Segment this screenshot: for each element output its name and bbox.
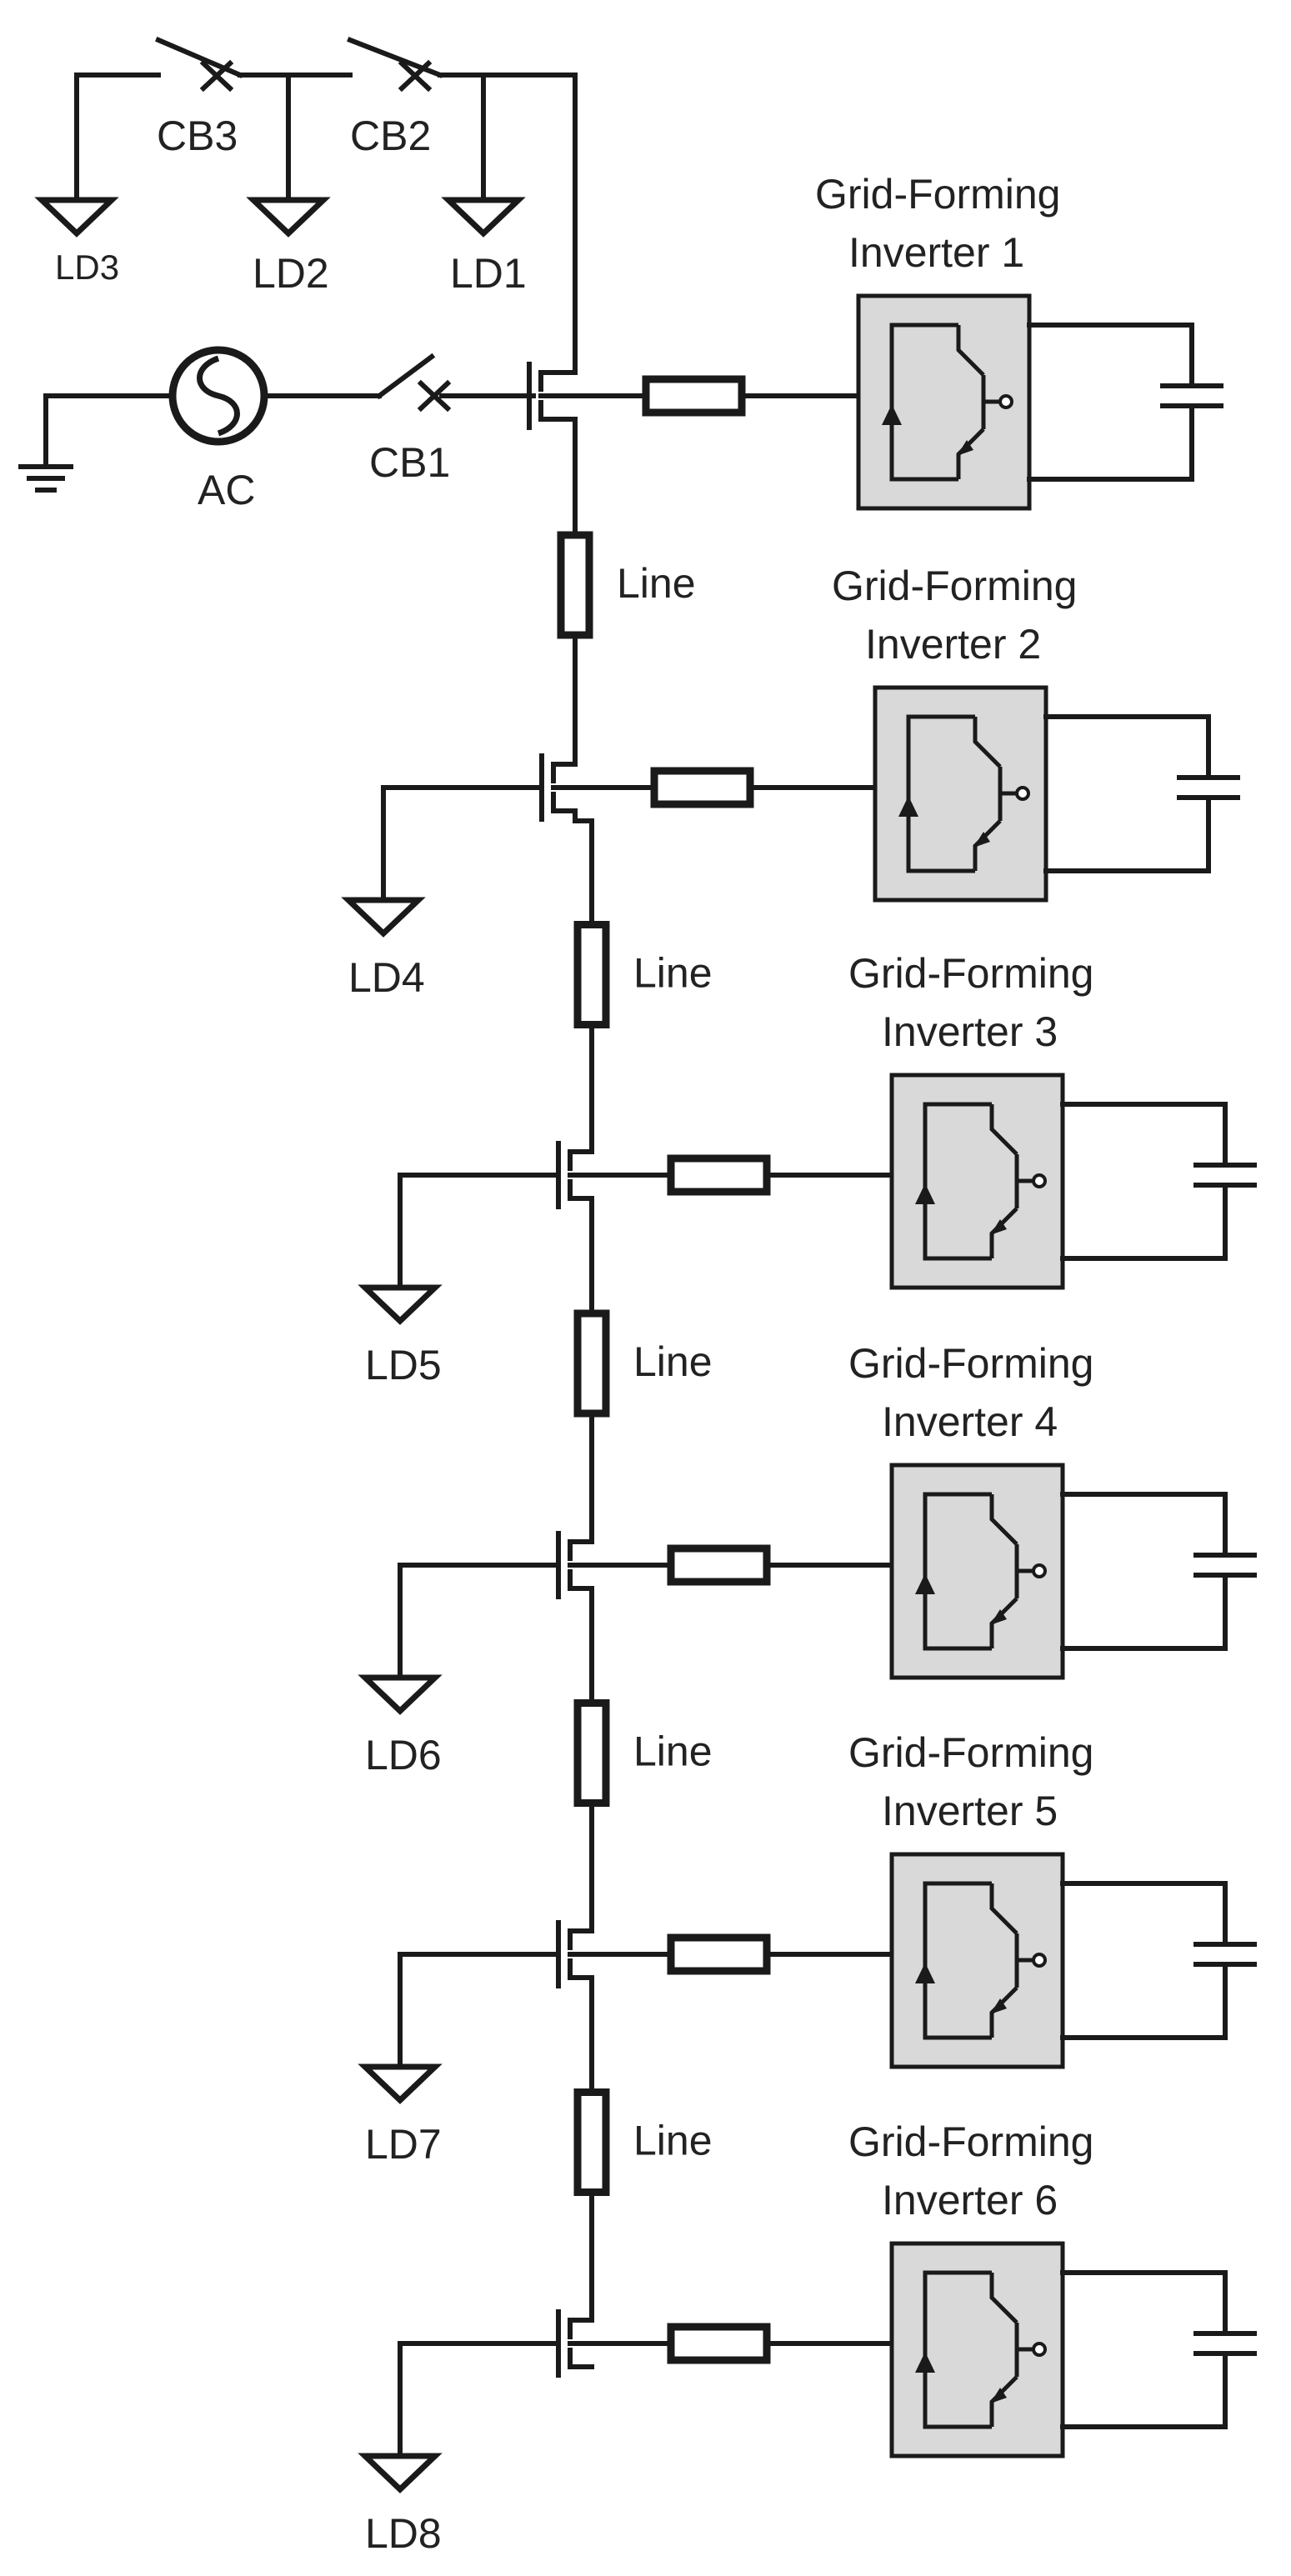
ac-source-branch: AC xyxy=(18,346,382,513)
breaker-label-cb1: CB1 xyxy=(369,439,450,486)
inverter-name: Inverter 2 xyxy=(865,621,1041,668)
breaker-cb2: CB2 xyxy=(347,37,443,159)
bus-node-icon xyxy=(539,727,578,822)
load-label-ld3: LD3 xyxy=(55,248,119,287)
load-label-ld5: LD5 xyxy=(365,1342,442,1388)
breaker-cb3: CB3 xyxy=(155,37,243,159)
load-label-ld7: LD7 xyxy=(365,2121,442,2168)
capacitor-icon xyxy=(1060,1492,1257,1651)
inverter-title: Grid-Forming xyxy=(848,1729,1093,1776)
load-label-ld6: LD6 xyxy=(365,1732,442,1778)
load-ld2: LD2 xyxy=(246,73,331,297)
igbt-icon xyxy=(915,1102,1047,1261)
line-label: Line xyxy=(633,1728,713,1775)
inverter-title: Grid-Forming xyxy=(848,1340,1093,1387)
load-ld3: LD3 xyxy=(34,197,119,287)
inverter-title: Grid-Forming xyxy=(832,563,1077,609)
inverter-title: Grid-Forming xyxy=(815,171,1060,218)
igbt-icon xyxy=(915,1492,1047,1651)
capacitor-icon xyxy=(1027,323,1223,482)
inverter-name: Inverter 3 xyxy=(882,1008,1058,1055)
series-resistor xyxy=(667,1544,771,1586)
capacitor-icon xyxy=(1060,1102,1257,1261)
igbt-icon xyxy=(915,2270,1047,2429)
series-resistor xyxy=(667,1154,771,1196)
bus-node-icon xyxy=(556,1893,594,1988)
breaker-label-cb2: CB2 xyxy=(350,113,431,159)
line-label: Line xyxy=(617,560,696,607)
line-impedance xyxy=(573,1309,610,1418)
series-resistor xyxy=(650,767,754,808)
ac-source-icon xyxy=(168,346,268,446)
line-impedance xyxy=(573,1699,610,1807)
load-ld4 xyxy=(341,897,426,938)
igbt-icon xyxy=(898,714,1030,873)
line-label: Line xyxy=(633,950,713,997)
capacitor-icon xyxy=(1060,2270,1257,2429)
load-label-ld1: LD1 xyxy=(450,250,527,297)
line-impedance xyxy=(573,2088,610,2196)
bus-node-icon xyxy=(556,1504,594,1599)
line-label: Line xyxy=(633,1338,713,1385)
line-impedance xyxy=(557,531,593,639)
igbt-icon xyxy=(915,1881,1047,2040)
bus-node-icon xyxy=(556,2283,594,2378)
series-resistor xyxy=(667,2323,771,2364)
load-ld8 xyxy=(358,2453,443,2493)
load-label-ld2: LD2 xyxy=(253,250,329,297)
inverter-name: Inverter 5 xyxy=(882,1788,1058,1834)
inverter-name: Inverter 4 xyxy=(882,1398,1058,1445)
line-impedance xyxy=(573,921,610,1028)
series-resistor xyxy=(667,1933,771,1975)
load-ld6 xyxy=(358,1674,443,1715)
series-resistor xyxy=(642,375,746,417)
inverter-title: Grid-Forming xyxy=(848,950,1093,997)
load-label-ld4: LD4 xyxy=(348,954,425,1001)
bus-node-icon xyxy=(556,1114,594,1209)
source-label-ac: AC xyxy=(198,467,255,513)
capacitor-icon xyxy=(1060,1881,1257,2040)
load-ld5 xyxy=(358,1284,443,1325)
inverter-title: Grid-Forming xyxy=(848,2118,1093,2165)
load-ld7 xyxy=(358,2063,443,2104)
load-ld1: LD1 xyxy=(441,73,527,297)
igbt-icon xyxy=(882,323,1013,482)
capacitor-icon xyxy=(1043,714,1240,873)
top-section: CB2 CB3 LD1 LD2 LD3 xyxy=(18,37,578,513)
breaker-cb1: CB1 xyxy=(369,353,536,486)
bus-node-icon xyxy=(527,335,578,430)
inverter-name: Inverter 6 xyxy=(882,2177,1058,2223)
line-label: Line xyxy=(633,2118,713,2164)
breaker-label-cb3: CB3 xyxy=(157,113,238,159)
ground-icon xyxy=(18,464,73,493)
inverter-name: Inverter 1 xyxy=(848,229,1024,276)
load-label-ld8: LD8 xyxy=(365,2510,442,2557)
